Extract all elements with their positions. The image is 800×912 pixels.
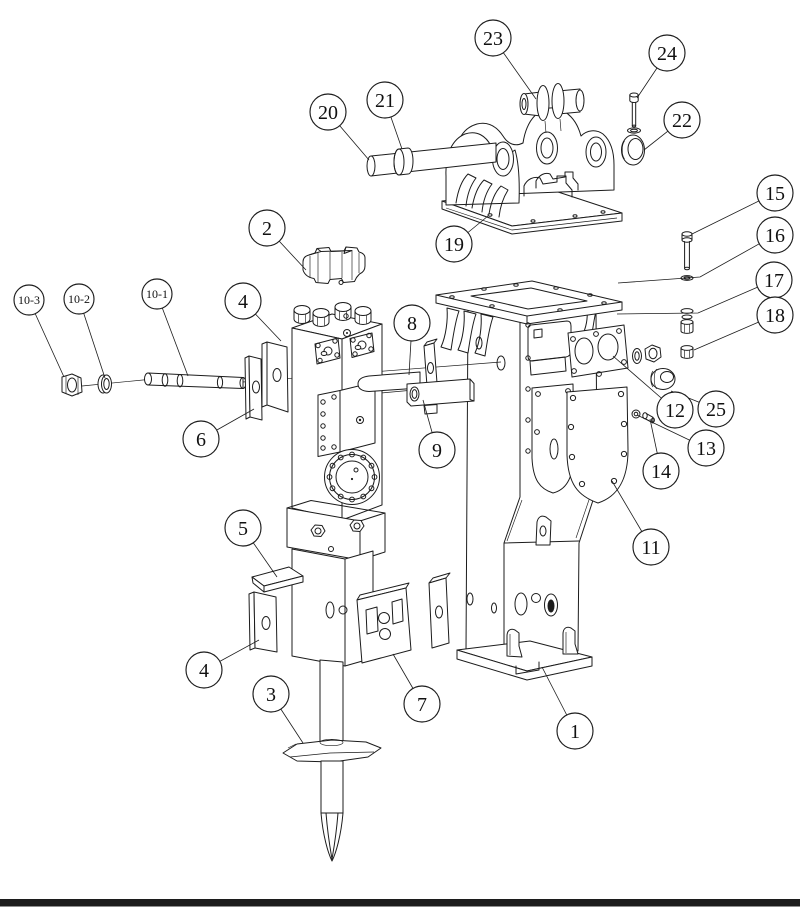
side-plate-4-upper-drawing [261,341,289,413]
callout-label-2-1: 2 [262,218,272,240]
leader-line-16-18 [617,234,776,284]
callout-balloon-5-5 [224,509,262,547]
callout-label-25-27: 25 [706,399,726,421]
top-mounting-bracket-drawing [366,83,645,235]
callout-label-4-4: 4 [199,660,209,682]
callout-label-16-18: 16 [765,225,785,247]
ring-22-drawing [621,134,645,166]
stop-bar-8-drawing [357,371,421,392]
bushing-flange [536,85,550,121]
leader-line-17-19 [616,279,775,315]
callout-balloon-1-0 [556,712,594,750]
callout-label-18-20: 18 [765,305,785,327]
callout-balloon-10-3-12 [13,284,45,316]
callout-balloon-12-14 [656,391,694,429]
screw-14-drawing [642,412,655,424]
callout-balloon-8-8 [393,304,431,342]
top-flange-drawing [435,280,623,325]
callout-label-5-5: 5 [238,518,248,540]
callout-balloon-21-23 [366,81,404,119]
tie-rod-drawing [144,372,247,389]
callout-balloon-10-2-11 [63,283,95,315]
tie-rod-nut-drawing [61,373,83,397]
callout-label-10-3-12: 10-3 [18,293,40,307]
callout-label-15-17: 15 [765,183,785,205]
callout-balloon-4-4 [185,651,223,689]
callout-label-23-25: 23 [483,28,503,50]
callout-balloon-18-20 [756,296,794,334]
tie-rod-washer-drawing [97,374,112,394]
callout-label-9-9: 9 [432,440,442,462]
control-valve-block-drawing [317,381,376,457]
callout-label-1-0: 1 [570,721,580,743]
callout-label-21-23: 21 [375,90,395,112]
pin-boss-rear-left [536,131,558,165]
callout-balloon-24-26 [648,34,686,72]
callout-balloon-13-15 [687,429,725,467]
callout-label-24-26: 24 [657,43,677,65]
breaker-power-cell-drawing [61,302,502,862]
callout-balloon-15-17 [756,174,794,212]
callout-label-20-22: 20 [318,102,338,124]
callout-label-14-16: 14 [651,461,671,483]
callout-label-12-14: 12 [665,400,685,422]
flange-bolt-stack-drawing [680,231,694,359]
side-plate-6-drawing [244,355,263,421]
chisel-retainer-drawing [282,738,382,763]
callout-balloon-10-1-10 [141,278,173,310]
bolt-24-drawing [627,92,641,134]
callout-balloon-19-21 [435,225,473,263]
callout-balloon-4-3 [224,282,262,320]
callout-balloon-23-25 [474,19,512,57]
retainer-bracket-5-drawing [251,566,304,593]
front-wear-plate-7-drawing [356,582,412,664]
right-wear-plate-drawing [428,572,451,649]
head-hex-plugs-drawing [293,302,372,327]
callout-balloon-25-27 [697,390,735,428]
callout-balloon-2-1 [248,209,286,247]
callout-balloon-9-9 [418,431,456,469]
stop-plate-drawing [423,338,438,387]
washer-nut-plug-group-drawing [632,344,676,390]
side-cover-plate-drawing [566,386,629,504]
pin-boss-rear-right [585,136,607,168]
callout-label-13-15: 13 [696,438,716,460]
callout-label-11-13: 11 [641,537,660,559]
valve-flange-plate-drawing [567,324,629,378]
callout-label-4-3: 4 [238,291,248,313]
callout-label-8-8: 8 [407,313,417,335]
callout-label-17-19: 17 [764,270,784,292]
main-bracket-housing-drawing [435,231,694,681]
drawing-frame-bottom-border [0,899,800,907]
callout-balloon-7-7 [403,685,441,723]
callout-balloon-20-22 [309,93,347,131]
stop-bar-9-drawing [406,378,475,415]
callout-label-10-1-10: 10-1 [146,287,168,301]
callout-label-22-24: 22 [672,110,692,132]
accumulator-knob-drawing [302,246,366,285]
callout-balloons: 123445678910-110-210-3111213141516171819… [13,19,794,750]
chisel-point-drawing [320,812,344,862]
chisel-shank-drawing [319,659,344,743]
callout-label-10-2-11: 10-2 [68,292,90,306]
callout-label-19-21: 19 [444,234,464,256]
callout-balloon-16-18 [756,216,794,254]
hydraulic-port-pads-drawing [314,332,375,365]
callout-balloon-3-2 [252,675,290,713]
side-plate-4-lower-drawing [248,591,278,653]
callout-balloon-11-13 [632,528,670,566]
accumulator-drawing [324,449,380,505]
callout-balloon-14-16 [642,452,680,490]
callout-label-7-7: 7 [417,694,427,716]
callout-balloon-22-24 [663,101,701,139]
callout-balloon-6-6 [182,420,220,458]
washer-13-drawing [631,409,641,419]
callout-label-3-2: 3 [266,684,276,706]
callout-label-6-6: 6 [196,429,206,451]
